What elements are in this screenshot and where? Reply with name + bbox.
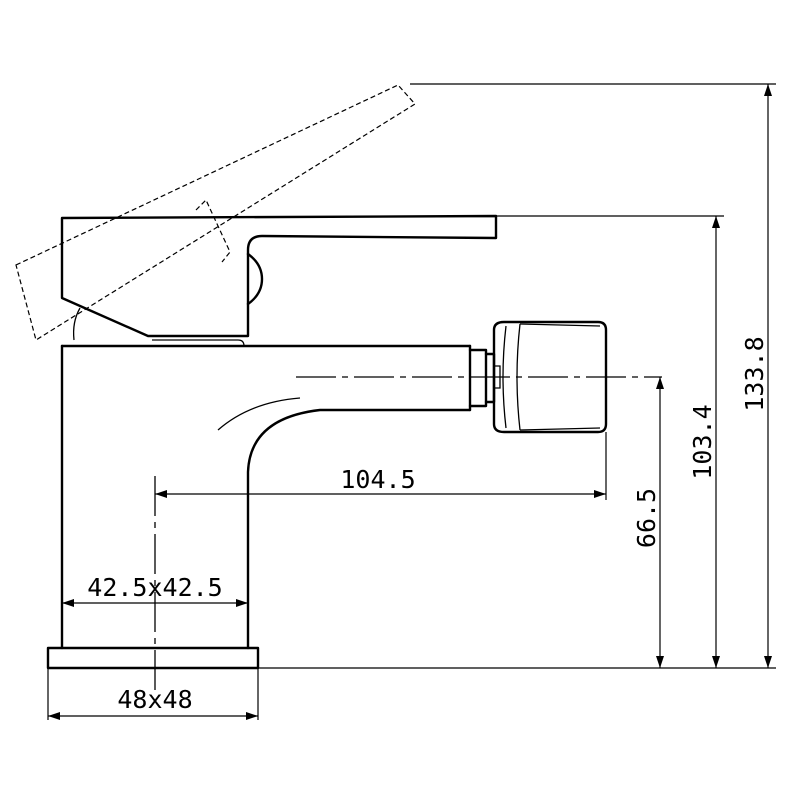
faucet-body [60,344,472,650]
body-height-label: 103.4 [688,404,717,479]
lever-raised-ghost [15,84,416,341]
total-height-label: 133.8 [740,336,769,411]
dim-total-height [764,84,772,668]
extension-lines [47,83,776,720]
spout-reach-label: 104.5 [340,465,415,494]
dim-spout-reach [155,490,606,498]
body-width-label: 42.5x42.5 [87,573,222,602]
centerlines [154,376,662,690]
dim-base-width [48,712,258,720]
dim-body-height [712,216,720,668]
dim-body-width [62,599,248,607]
base-plate [46,646,260,670]
lever-handle [60,214,498,347]
dim-spout-height [656,377,664,668]
base-width-label: 48x48 [117,685,192,714]
spout-height-label: 66.5 [632,488,661,548]
